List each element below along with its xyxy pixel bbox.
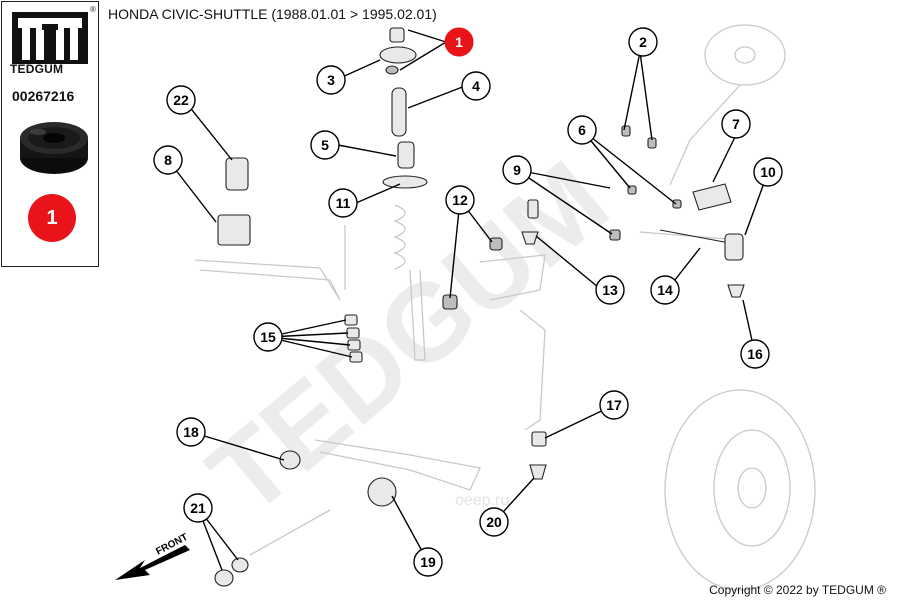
callout-15[interactable]: 15	[253, 322, 283, 352]
background-outlines	[194, 24, 816, 591]
registered-mark: ®	[90, 5, 96, 14]
callout-21[interactable]: 21	[183, 493, 213, 523]
svg-text:9: 9	[513, 162, 521, 178]
svg-text:7: 7	[732, 116, 740, 132]
callout-18[interactable]: 18	[176, 417, 206, 447]
tedgum-logo-icon	[12, 12, 88, 64]
svg-text:11: 11	[336, 195, 351, 211]
callouts: 1 2 3 4 5 6 7 8	[153, 27, 783, 577]
callout-19[interactable]: 19	[413, 547, 443, 577]
callout-1[interactable]: 1	[444, 27, 474, 57]
svg-text:5: 5	[321, 137, 329, 153]
callout-8[interactable]: 8	[153, 145, 183, 175]
callout-11[interactable]: 11	[328, 188, 358, 218]
part-info-panel: ® TEDGUM 00267216 1	[1, 1, 99, 267]
callout-22[interactable]: 22	[166, 85, 196, 115]
front-direction-arrow-icon: FRONT	[115, 532, 190, 580]
watermark: TEDGUM oeep.ru	[186, 138, 630, 539]
callout-10[interactable]: 10	[753, 157, 783, 187]
watermark-text: TEDGUM	[186, 138, 630, 539]
callout-4[interactable]: 4	[461, 71, 491, 101]
callout-5[interactable]: 5	[310, 130, 340, 160]
svg-text:10: 10	[760, 164, 776, 180]
svg-text:16: 16	[747, 346, 763, 362]
svg-text:4: 4	[472, 78, 480, 94]
callout-20[interactable]: 20	[479, 507, 509, 537]
svg-text:15: 15	[260, 329, 276, 345]
svg-text:3: 3	[327, 72, 335, 88]
callout-6[interactable]: 6	[567, 115, 597, 145]
callout-2[interactable]: 2	[628, 27, 658, 57]
svg-text:17: 17	[606, 397, 622, 413]
copyright-notice: Copyright © 2022 by TEDGUM ®	[709, 583, 886, 597]
svg-text:18: 18	[183, 424, 199, 440]
svg-text:14: 14	[657, 282, 673, 298]
svg-text:12: 12	[452, 192, 468, 208]
svg-text:21: 21	[190, 500, 206, 516]
svg-text:2: 2	[639, 34, 647, 50]
svg-text:13: 13	[602, 282, 618, 298]
steering-wheel-outline	[704, 24, 786, 86]
vehicle-title: HONDA CIVIC-SHUTTLE (1988.01.01 > 1995.0…	[108, 6, 437, 22]
svg-text:6: 6	[578, 122, 586, 138]
callout-3[interactable]: 3	[316, 65, 346, 95]
callout-9[interactable]: 9	[502, 155, 532, 185]
callout-7[interactable]: 7	[721, 109, 751, 139]
strut-assembly	[379, 27, 428, 270]
callout-16[interactable]: 16	[740, 339, 770, 369]
svg-text:8: 8	[164, 152, 172, 168]
part-number: 00267216	[12, 88, 75, 104]
bushings	[214, 125, 745, 587]
rubber-bushing-image	[20, 122, 88, 174]
callout-14[interactable]: 14	[650, 275, 680, 305]
svg-text:19: 19	[420, 554, 436, 570]
callout-13[interactable]: 13	[595, 275, 625, 305]
callout-12[interactable]: 12	[445, 185, 475, 215]
watermark-site-text: oeep.ru	[455, 492, 509, 509]
svg-text:22: 22	[173, 92, 189, 108]
svg-text:1: 1	[455, 34, 463, 50]
brand-name: TEDGUM	[10, 62, 64, 76]
part-position-marker: 1	[28, 194, 76, 242]
wheel-outline	[664, 389, 816, 591]
callout-17[interactable]: 17	[599, 390, 629, 420]
svg-text:20: 20	[486, 514, 502, 530]
